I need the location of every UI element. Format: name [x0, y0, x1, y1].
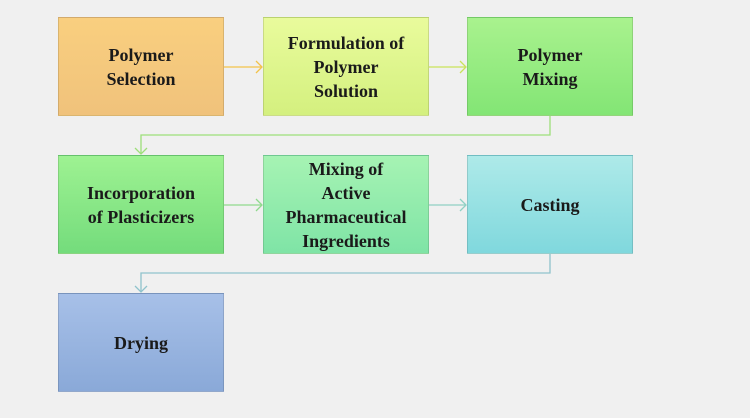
arrow-api-to-casting: [429, 198, 467, 212]
step-polymer-selection: Polymer Selection: [58, 17, 224, 116]
step-label: Polymer Mixing: [517, 44, 583, 89]
step-polymer-mixing: Polymer Mixing: [467, 17, 633, 116]
arrow-formulation-to-mixing: [429, 60, 467, 74]
step-formulation-of-polymer-solution: Formulation of Polymer Solution: [263, 17, 429, 116]
arrow-mixing-to-plasticizers: [134, 116, 551, 155]
arrow-plasticizers-to-api: [224, 198, 263, 212]
step-mixing-of-active-pharmaceutical-ingredients: Mixing of Active Pharmaceutical Ingredie…: [263, 155, 429, 254]
step-label: Formulation of Polymer Solution: [287, 32, 405, 101]
step-drying: Drying: [58, 293, 224, 392]
step-label: Casting: [520, 194, 580, 215]
step-label: Mixing of Active Pharmaceutical Ingredie…: [285, 158, 407, 251]
arrow-casting-to-drying: [134, 254, 551, 293]
arrow-selection-to-formulation: [224, 60, 263, 74]
step-label: Incorporation of Plasticizers: [87, 182, 195, 227]
step-incorporation-of-plasticizers: Incorporation of Plasticizers: [58, 155, 224, 254]
step-casting: Casting: [467, 155, 633, 254]
step-label: Drying: [114, 332, 168, 353]
step-label: Polymer Selection: [106, 44, 176, 89]
